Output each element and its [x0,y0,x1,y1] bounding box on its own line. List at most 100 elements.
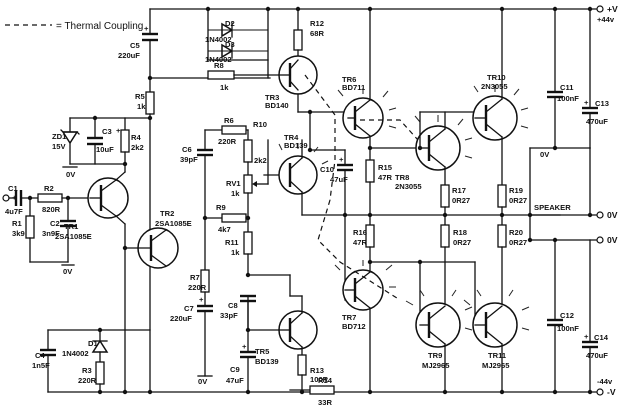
tr2-transistor [124,227,179,269]
r6-ref: R6 [224,116,234,125]
tr3-value: BD140 [265,101,289,110]
r1-ref: R1 [12,219,22,228]
c9-ref: C9 [230,365,240,374]
tr7-transistor [342,214,421,393]
ground-label-2: 0V [607,235,618,245]
c5-value: 220uF [118,51,140,60]
c8-value: 33pF [220,311,238,320]
r11-ref: R11 [225,238,239,247]
junction-dots [27,6,593,395]
r15-ref: R15 [378,163,393,172]
r18-ref: R18 [453,228,467,237]
c3-ref: C3 [102,127,112,136]
tr2-value: 2SA1085E [155,219,192,228]
zd1-value: 15V [52,142,66,151]
tr8-value: 2N3055 [395,182,422,191]
svg-text:+: + [339,155,344,164]
r9-ref: R9 [216,203,226,212]
r8-value: 1k [220,83,229,92]
zd1-ref: ZD1 [52,132,67,141]
r19-ref: R19 [509,186,523,195]
negative-rail: -V -44v [124,377,616,397]
negative-decoupling [547,239,598,393]
r14-resistor [289,385,335,395]
ground-label-1: 0V [607,210,618,220]
c8-ref: C8 [228,301,238,310]
r7-value: 220R [188,283,207,292]
r14-value: 33R [318,398,332,407]
c4-value: 1n5F [32,361,50,370]
tr11-transistor [419,261,518,393]
tr3-transistor [278,8,318,151]
r15-value: 47R [378,173,392,182]
vplus-terminal [596,5,604,13]
tr10-transistor [419,8,518,186]
c5-ref: C5 [130,41,140,50]
r4-value: 2k2 [131,143,144,152]
positive-rail: +V +44v [149,4,618,24]
tr9-heat-rays [405,289,473,331]
tr7-heat-rays [334,260,396,288]
tr9-value: MJ2965 [422,361,450,370]
c2-ref: C2 [50,219,60,228]
ground-label-c7: 0V [198,377,208,386]
thermal-coupling-legend: = Thermal Coupling [5,21,143,32]
emitter-resistors-lower [440,214,507,306]
c13-ref: C13 [595,99,609,108]
r9-value: 4k7 [218,225,231,234]
svg-text:+: + [12,193,17,202]
r16-value: 47R [353,238,367,247]
c2-value: 3n9F [42,229,60,238]
tr9-transistor [415,261,461,393]
thermal-coupling-paths [304,74,419,301]
tr10-ref: TR10 [487,73,506,82]
r2-ref: R2 [44,184,54,193]
bias-supply-network [142,8,281,393]
input-terminal [2,194,10,202]
tr8-heat-rays [414,115,473,159]
polarity-marks: + + + + + + + + [12,24,589,351]
tr6-value: BD711 [342,83,366,92]
r13-value: 100R [310,375,329,384]
r20-value: 0R27 [509,238,527,247]
c9-capacitor [240,329,256,393]
rv1-ref: RV1 [226,179,241,188]
tr4-value: BD139 [284,141,308,150]
c10-capacitor [309,149,353,216]
tr5-value: BD139 [255,357,279,366]
r3-ref: R3 [82,366,92,375]
tr10-heat-rays [473,85,529,129]
positive-decoupling [547,8,598,149]
svg-text:+: + [116,126,121,135]
emitter-resistors-upper [440,184,507,216]
r16-ref: R16 [353,228,367,237]
r17-value: 0R27 [452,196,470,205]
r18-value: 0R27 [453,238,471,247]
c1-ref: C1 [8,184,18,193]
tr6-transistor [309,8,421,149]
feedback-network [197,125,249,377]
tr5-transistor [278,274,318,393]
rv1-value: 1k [231,189,240,198]
r11-value: 1k [231,248,240,257]
r3-value: 220R [78,376,97,385]
vminus-label: -V [607,387,616,397]
ground-label-input: 0V [63,267,73,276]
r4-ref: R4 [131,133,141,142]
ground-label-zener: 0V [66,170,76,179]
tr6-heat-rays [337,88,397,129]
d1-value: 1N4002 [62,349,89,358]
tr11-value: MJ2965 [482,361,510,370]
tr2-ref: TR2 [160,209,174,218]
speaker-label: SPEAKER [534,203,571,212]
tr6-ref: TR6 [342,75,356,84]
r6-value: 220R [218,137,237,146]
tr3-ref: TR3 [265,93,279,102]
ground-label-3: 0V [540,150,550,159]
zener-reference [60,117,151,168]
c11-value: 100nF [557,94,579,103]
r5-ref: R5 [135,92,145,101]
tr5-ref: TR5 [255,347,270,356]
tr8-transistor [415,111,461,186]
